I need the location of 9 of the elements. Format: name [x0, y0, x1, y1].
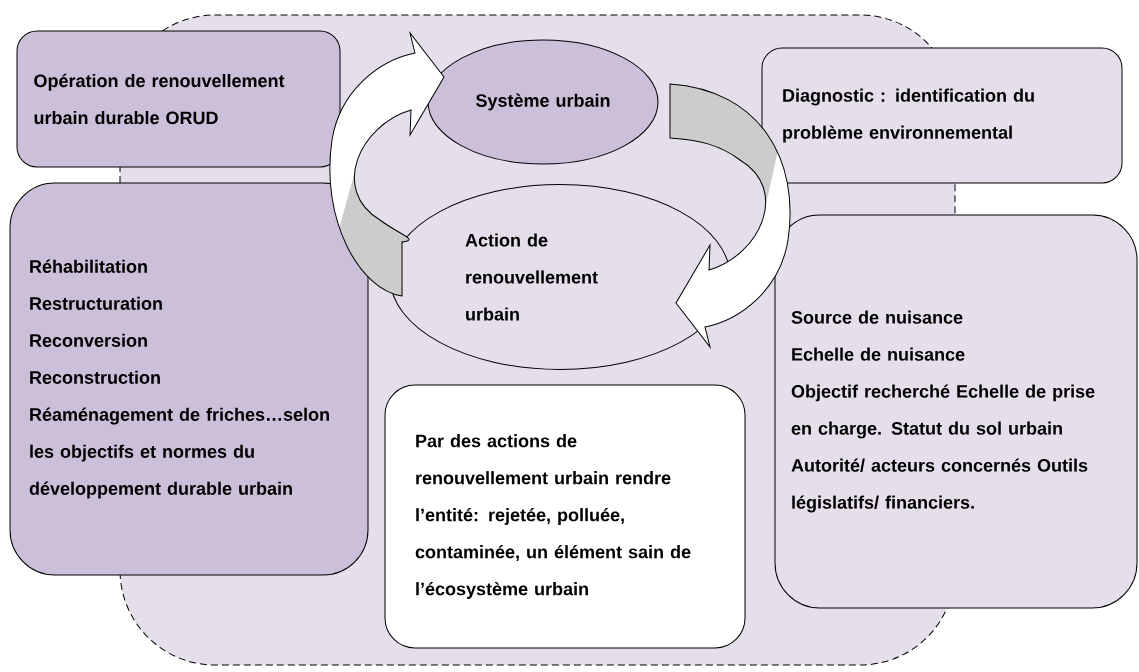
curved-block-arrow	[329, 32, 445, 297]
rounded-box: Opération de renouvellement urbain durable ORUD	[16, 30, 341, 168]
ellipse-node: Système urbain	[427, 39, 659, 165]
rounded-box: Diagnostic : identification du problème environnemental	[761, 47, 1123, 184]
rounded-box: Source de nuisance Echelle de nuisance Objectif recherché Echelle de prise en charge. Statut du sol urbain Autorité/ acteurs concernés Outils législatifs/ financiers.	[774, 214, 1138, 609]
curved-block-arrow	[669, 83, 791, 348]
rounded-box: Par des actions de renouvellement urbain rendre l’entité: rejetée, polluée, contaminée, un élément sain de l’écosystème urbain	[384, 384, 746, 649]
ellipse-node: Action de renouvellement urbain	[389, 184, 731, 370]
rounded-box: Réhabilitation Restructuration Reconversion Reconstruction Réaménagement de friches…selon les objectifs et normes du développement durable urbain	[9, 182, 369, 576]
